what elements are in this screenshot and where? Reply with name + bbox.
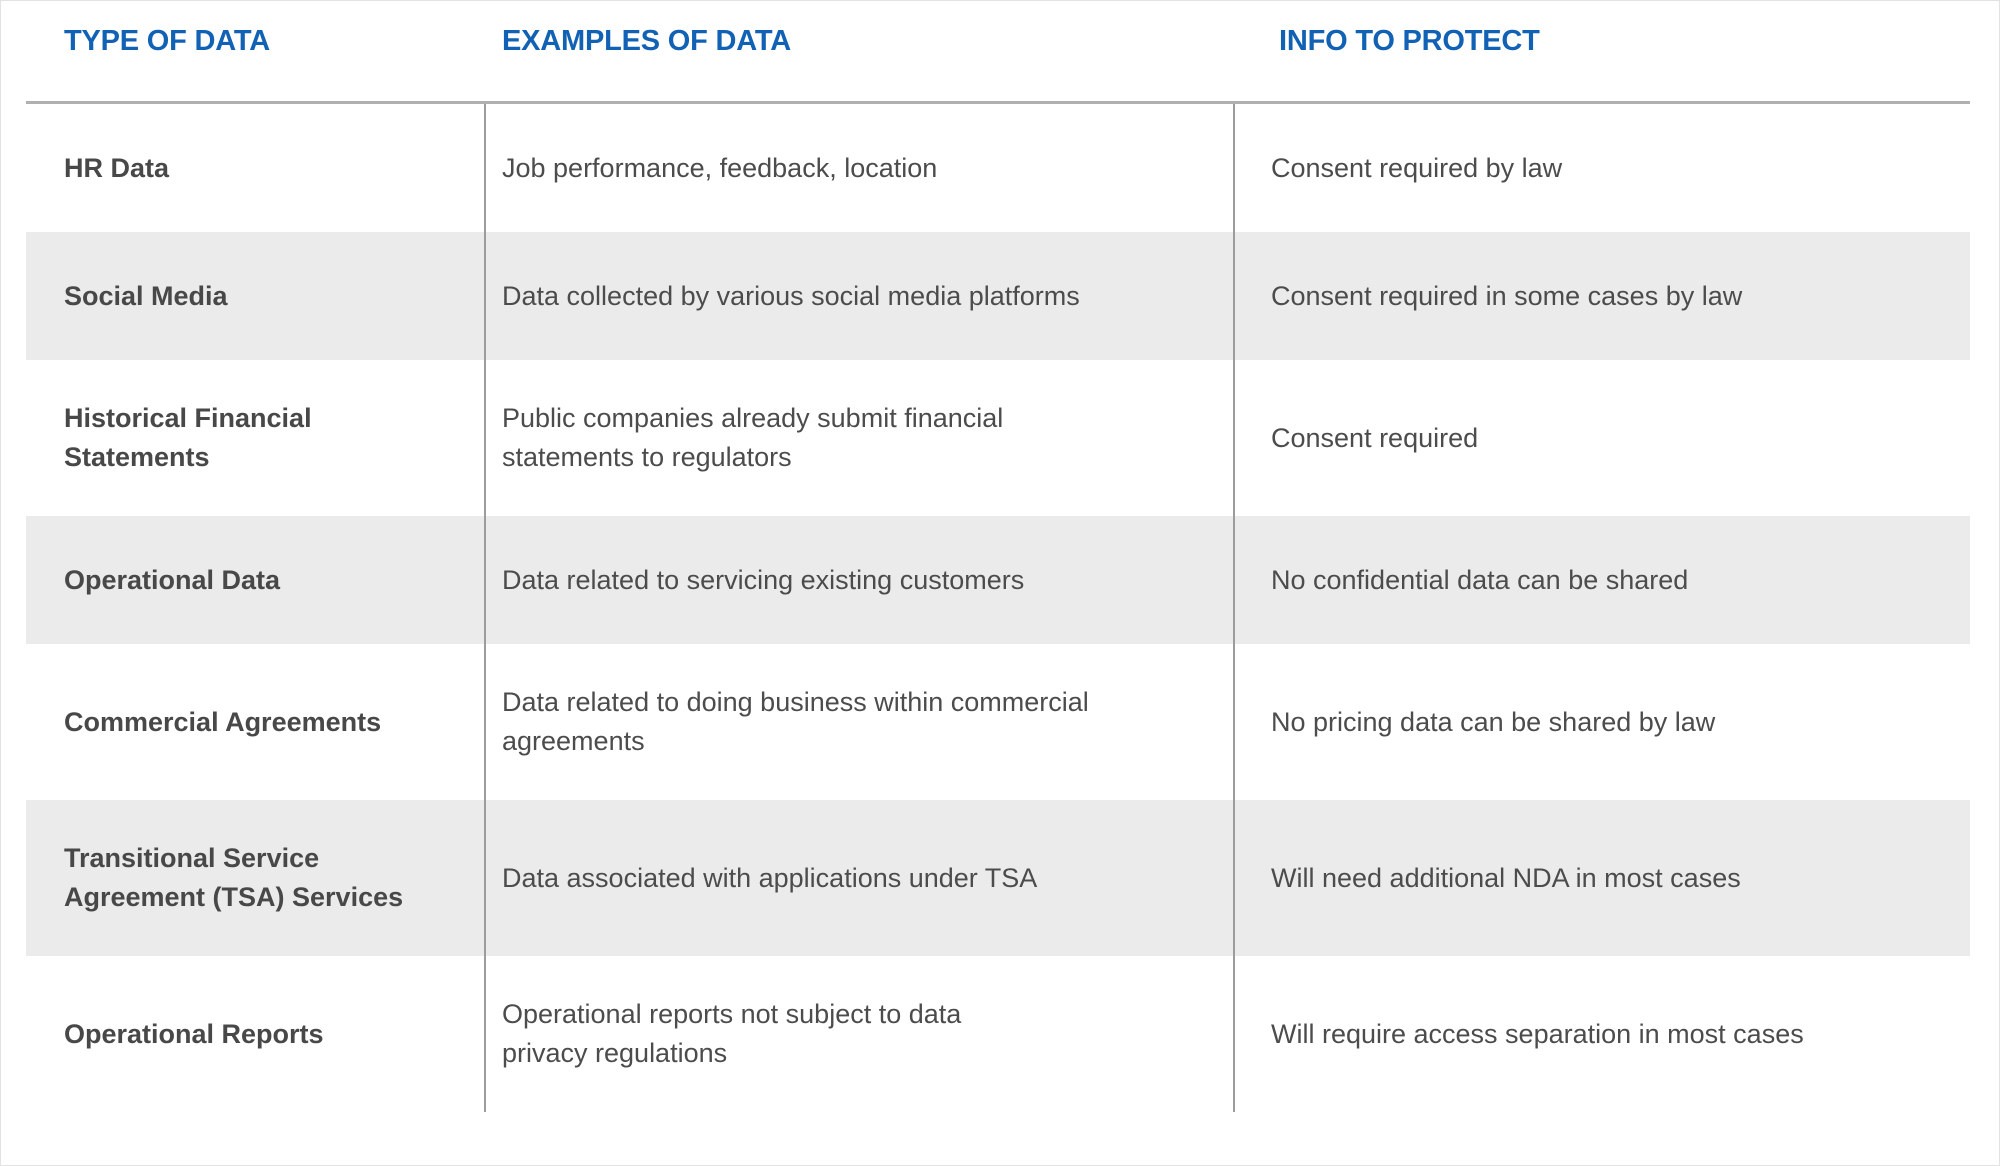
examples-cell: Job performance, feedback, location — [484, 104, 1233, 232]
type-cell: Transitional Service Agreement (TSA) Ser… — [64, 843, 404, 912]
protect-cell: Consent required in some cases by law — [1233, 232, 1970, 360]
examples-cell: Public companies already submit financia… — [484, 360, 1233, 516]
table-row-social-media: Social Media Data collected by various s… — [26, 232, 1970, 360]
table-row-hr-data: HR Data Job performance, feedback, locat… — [26, 104, 1970, 232]
protect-cell: No pricing data can be shared by law — [1233, 644, 1970, 800]
type-cell: Historical Financial Statements — [64, 403, 312, 472]
examples-cell: Data collected by various social media p… — [484, 232, 1233, 360]
protect-cell: Consent required by law — [1233, 104, 1970, 232]
data-types-table: TYPE OF DATA EXAMPLES OF DATA INFO TO PR… — [26, 1, 1970, 1112]
type-cell: HR Data — [64, 152, 170, 183]
table-row-operational-data: Operational Data Data related to servici… — [26, 516, 1970, 644]
type-cell: Operational Reports — [64, 1018, 324, 1049]
type-cell: Social Media — [64, 280, 228, 311]
type-cell: Operational Data — [64, 564, 281, 595]
examples-cell: Operational reports not subject to data … — [484, 956, 1233, 1112]
table-row-historical-financial-statements: Historical Financial Statements Public c… — [26, 360, 1970, 516]
table-header-row: TYPE OF DATA EXAMPLES OF DATA INFO TO PR… — [26, 1, 1970, 104]
column-header-type-of-data: TYPE OF DATA — [64, 25, 270, 57]
column-header-info-to-protect: INFO TO PROTECT — [1279, 25, 1540, 57]
examples-cell: Data related to servicing existing custo… — [484, 516, 1233, 644]
column-header-examples-of-data: EXAMPLES OF DATA — [502, 25, 791, 57]
type-cell: Commercial Agreements — [64, 706, 382, 737]
table-row-operational-reports: Operational Reports Operational reports … — [26, 956, 1970, 1112]
table-row-tsa-services: Transitional Service Agreement (TSA) Ser… — [26, 800, 1970, 956]
examples-cell: Data associated with applications under … — [484, 800, 1233, 956]
protect-cell: Will require access separation in most c… — [1233, 956, 1970, 1112]
table-row-commercial-agreements: Commercial Agreements Data related to do… — [26, 644, 1970, 800]
protect-cell: Will need additional NDA in most cases — [1233, 800, 1970, 956]
protect-cell: No confidential data can be shared — [1233, 516, 1970, 644]
examples-cell: Data related to doing business within co… — [484, 644, 1233, 800]
protect-cell: Consent required — [1233, 360, 1970, 516]
